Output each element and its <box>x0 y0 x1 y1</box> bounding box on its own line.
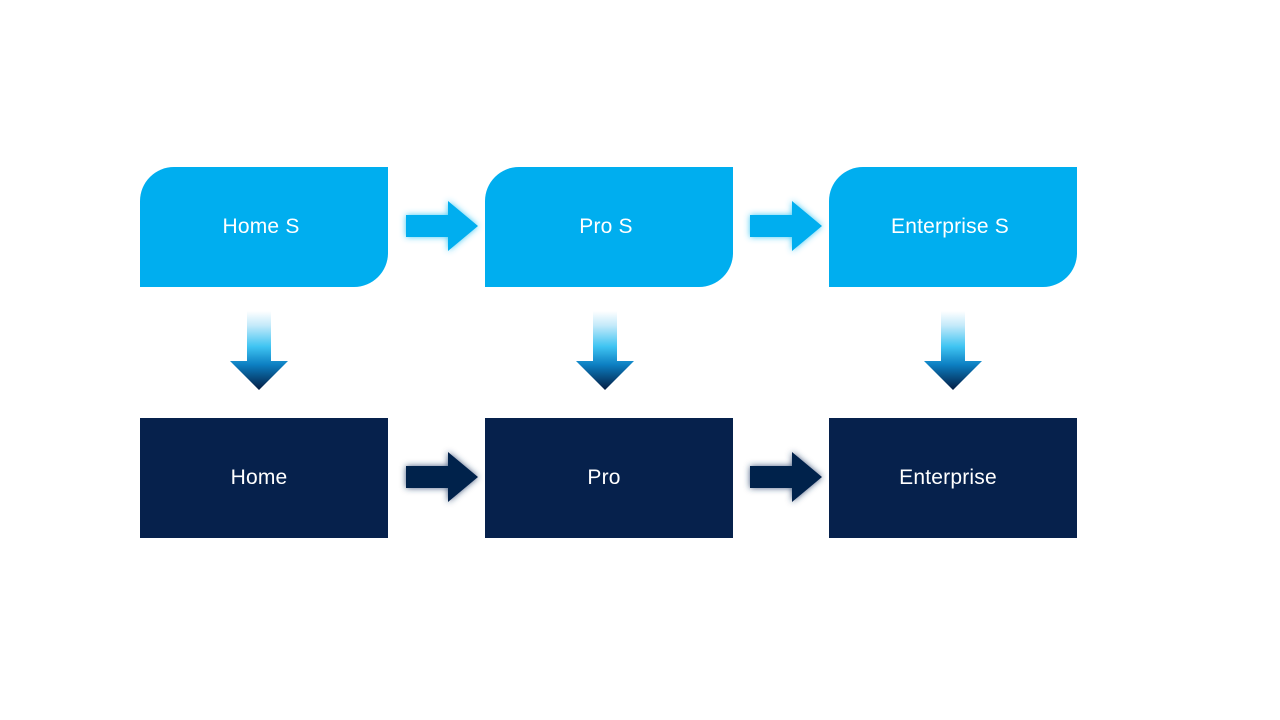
node-home[interactable]: Home <box>140 418 388 538</box>
node-pro-s[interactable]: Pro S <box>485 167 733 287</box>
connector-home-s-to-home <box>228 311 290 391</box>
connector-pro-s-to-pro <box>574 311 636 391</box>
arrow-right-icon <box>750 201 822 251</box>
node-enterprise[interactable]: Enterprise <box>829 418 1077 538</box>
arrow-right-icon <box>750 452 822 502</box>
connector-pro-to-enterprise <box>748 446 824 508</box>
arrow-down-icon <box>230 311 288 390</box>
node-label-enterprise: Enterprise <box>899 466 997 490</box>
node-pro[interactable]: Pro <box>485 418 733 538</box>
node-enterprise-s[interactable]: Enterprise S <box>829 167 1077 287</box>
node-home-s[interactable]: Home S <box>140 167 388 287</box>
node-label-pro: Pro <box>587 466 621 490</box>
arrow-down-icon <box>924 311 982 390</box>
arrow-right-icon <box>406 452 478 502</box>
arrow-down-icon <box>576 311 634 390</box>
arrow-right-icon <box>406 201 478 251</box>
node-label-enterprise-s: Enterprise S <box>891 215 1009 239</box>
connector-home-s-to-pro-s <box>404 195 480 257</box>
connector-enterprise-s-to-enterprise <box>922 311 984 391</box>
node-label-home: Home <box>230 466 288 490</box>
connector-home-to-pro <box>404 446 480 508</box>
node-label-home-s: Home S <box>222 215 300 239</box>
node-label-pro-s: Pro S <box>579 215 633 239</box>
connector-pro-s-to-enterprise-s <box>748 195 824 257</box>
